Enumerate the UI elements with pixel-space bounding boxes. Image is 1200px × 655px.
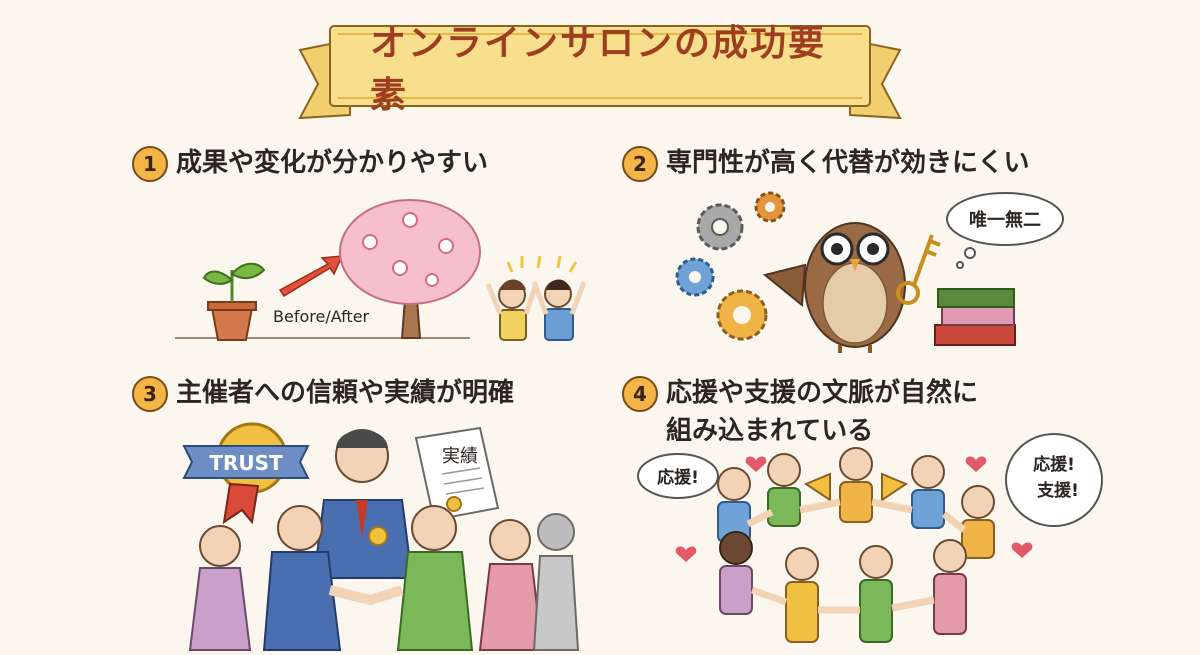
number-badge-1: 1 bbox=[132, 146, 168, 182]
presenter-icon bbox=[312, 429, 414, 579]
point-2: 2 専門性が高く代替が効きにくい bbox=[622, 144, 1029, 182]
number-badge-3: 3 bbox=[132, 376, 168, 412]
point-3: 3 主催者への信頼や実績が明確 bbox=[132, 374, 514, 412]
number-badge-2: 2 bbox=[622, 146, 658, 182]
expertise-illustration: 唯一無二 bbox=[675, 191, 1064, 353]
point-1-text: 成果や変化が分かりやすい bbox=[176, 148, 489, 178]
growth-arrow-icon bbox=[278, 255, 344, 298]
unique-label: 唯一無二 bbox=[969, 209, 1041, 231]
speech-bubble: 唯一無二 bbox=[946, 192, 1064, 269]
number-badge-4: 4 bbox=[622, 376, 658, 412]
point-2-text: 専門性が高く代替が効きにくい bbox=[666, 148, 1030, 178]
megaphone-icon bbox=[803, 472, 909, 502]
key-icon bbox=[896, 234, 941, 305]
point-3-text: 主催者への信頼や実績が明確 bbox=[176, 378, 515, 408]
support-label-right: 支援! bbox=[1037, 480, 1079, 501]
trust-illustration: TRUST 実績 bbox=[182, 422, 580, 651]
point-4: 4 応援や支援の文脈が自然に 組み込まれている bbox=[622, 374, 978, 450]
crowd-handshake-icon bbox=[188, 505, 580, 651]
sprout-pot-icon bbox=[202, 262, 266, 341]
trust-badge-icon: TRUST bbox=[182, 422, 310, 525]
achievement-scroll-icon: 実績 bbox=[414, 426, 500, 522]
heart-icon bbox=[675, 456, 1033, 562]
support-illustration: 応援! 応援! 支援! bbox=[637, 433, 1103, 643]
point-1: 1 成果や変化が分かりやすい bbox=[132, 144, 488, 182]
speech-bubble-left: 応援! bbox=[637, 453, 719, 499]
gear-icon bbox=[675, 191, 786, 341]
growth-illustration: Before/After bbox=[175, 199, 587, 341]
circle-of-people-icon bbox=[717, 447, 995, 643]
owl-icon bbox=[762, 222, 906, 353]
cheer-label-right: 応援! bbox=[1033, 454, 1075, 475]
cheering-people-icon bbox=[485, 255, 587, 341]
title-banner bbox=[298, 25, 902, 120]
speech-bubble-right: 応援! 支援! bbox=[1005, 433, 1103, 527]
before-after-label: Before/After bbox=[273, 307, 370, 326]
trust-label: TRUST bbox=[209, 451, 283, 475]
cheer-label-left: 応援! bbox=[657, 467, 699, 488]
point-4-text-line-2: 組み込まれている bbox=[666, 416, 874, 446]
books-icon bbox=[934, 288, 1016, 346]
scroll-label: 実績 bbox=[442, 446, 478, 467]
page-title: オンラインサロンの成功要素 bbox=[370, 23, 827, 116]
cherry-tree-icon bbox=[339, 199, 481, 339]
point-4-text-line-1: 応援や支援の文脈が自然に bbox=[666, 378, 979, 408]
